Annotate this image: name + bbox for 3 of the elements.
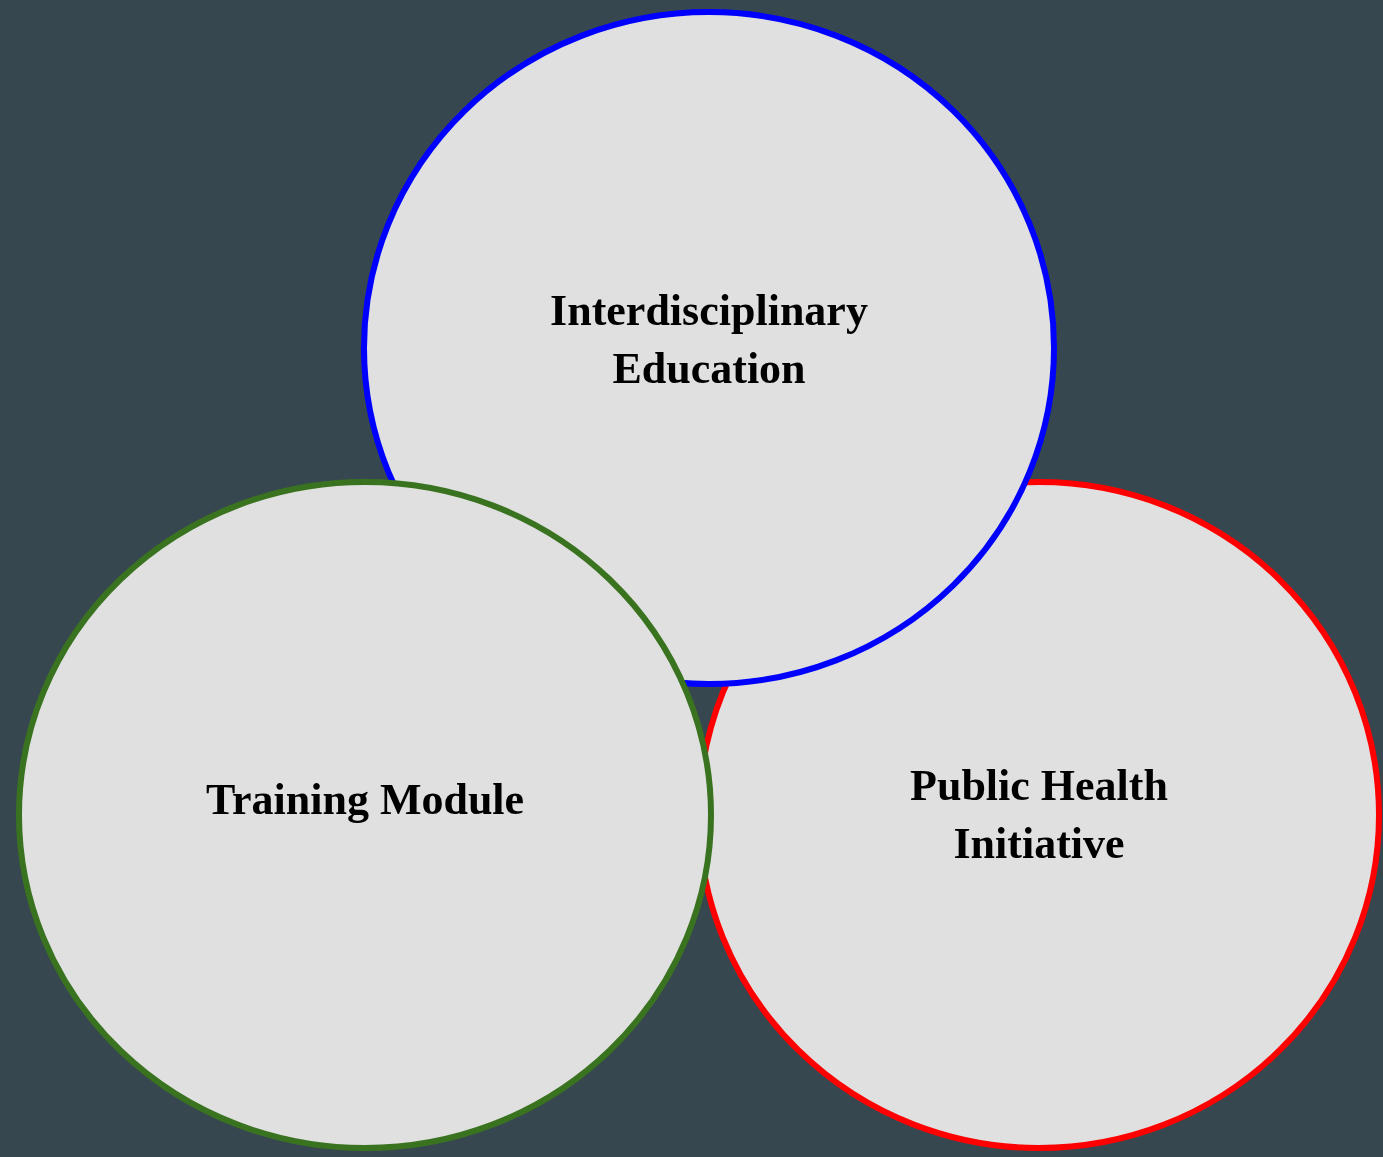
circle-label: Public Health Initiative [909, 760, 1169, 870]
circle-label: Interdisciplinary Education [549, 285, 869, 395]
circle-label: Training Module [204, 774, 526, 826]
